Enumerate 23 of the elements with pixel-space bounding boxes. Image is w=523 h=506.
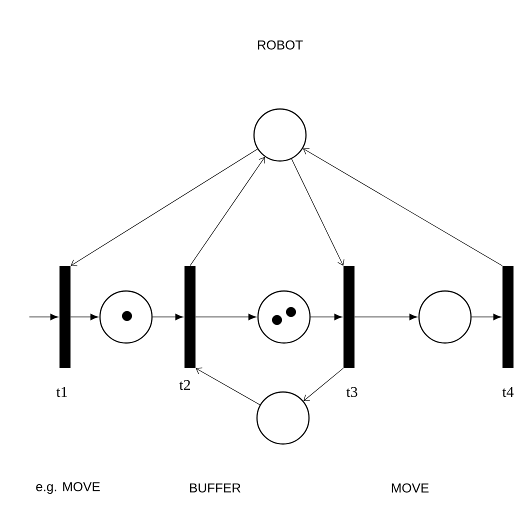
arrow (196, 368, 260, 406)
arrow (304, 368, 344, 402)
arrow (471, 314, 502, 320)
place-circle (256, 391, 310, 445)
transition-label: t1 (56, 386, 67, 397)
caption-label: BUFFER (190, 483, 240, 493)
arrow (152, 314, 184, 320)
arrow (302, 148, 503, 266)
place-label: ROBOT (258, 40, 303, 50)
arrow (195, 314, 256, 320)
arrow (70, 148, 258, 266)
arrow (291, 158, 344, 266)
arrow (354, 314, 418, 320)
arrow (190, 156, 265, 266)
transition-label: t2 (179, 380, 190, 390)
arrow (70, 314, 98, 320)
transition-label: t3 (346, 386, 358, 398)
arrow (29, 314, 58, 320)
caption-label: MOVE (392, 483, 429, 493)
caption-label: e.g. MOVE (36, 482, 100, 494)
arrow (310, 314, 342, 320)
transition-label: t4 (502, 386, 514, 397)
place-circle (418, 290, 472, 344)
